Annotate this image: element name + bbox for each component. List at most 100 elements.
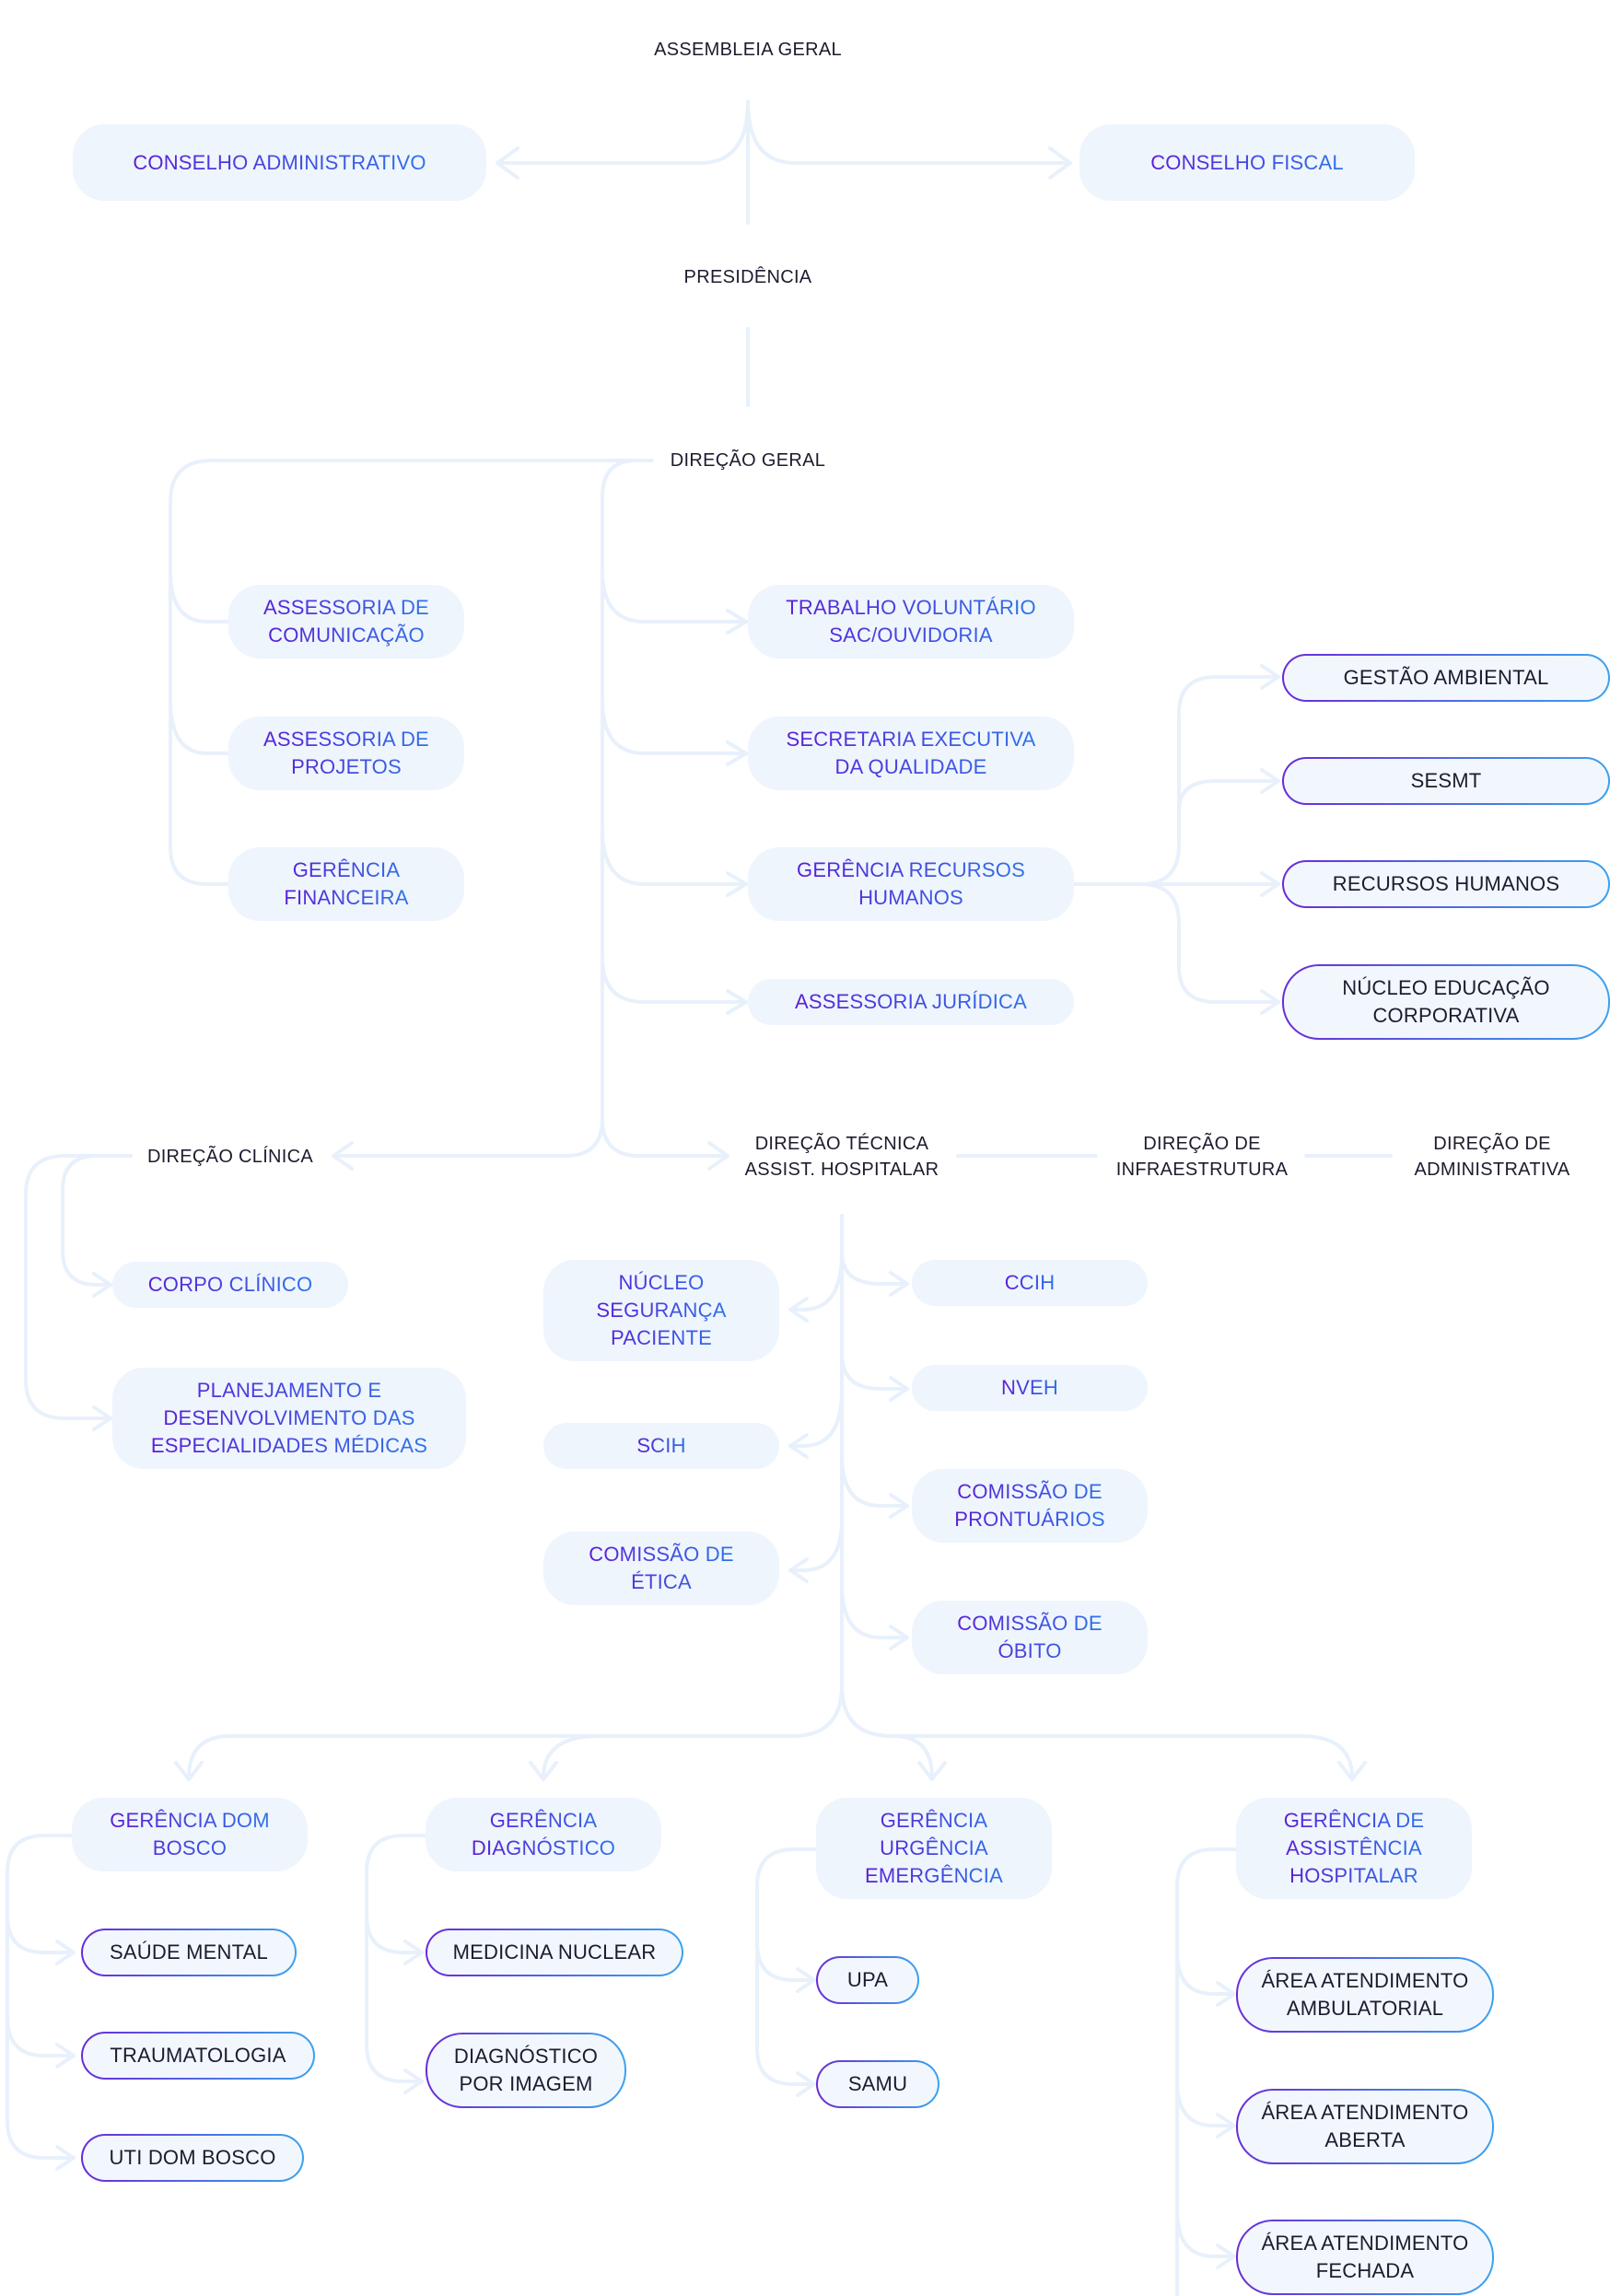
- connector-to-clinica: [332, 1117, 604, 1158]
- node-assessoria-comunicacao: ASSESSORIA DE COMUNICAÇÃO: [228, 585, 464, 658]
- node-gestao-ambiental: GESTÃO AMBIENTAL: [1282, 654, 1610, 702]
- arrow-gerencia-rh: [726, 871, 748, 897]
- arrow-nucleo-seg: [788, 1297, 809, 1323]
- node-upa: UPA: [816, 1956, 919, 2004]
- connector-to-comunicacao: [169, 569, 249, 624]
- connector-to-upa: [755, 1941, 816, 1982]
- node-assessoria-projetos: ASSESSORIA DE PROJETOS: [228, 717, 464, 790]
- arrow-ger-diag: [529, 1761, 558, 1781]
- label-direcao-administrativa: DIREÇÃO DE ADMINISTRATIVA: [1414, 1134, 1570, 1180]
- node-scih: SCIH: [543, 1423, 779, 1469]
- node-saude-mental: SAÚDE MENTAL: [81, 1929, 297, 1976]
- arrow-traumatologia: [55, 2043, 76, 2069]
- connector-to-conselho-fiscal: [746, 99, 1072, 165]
- connector-to-ccih: [840, 1251, 909, 1286]
- node-conselho-fiscal: CONSELHO FISCAL: [1079, 124, 1415, 201]
- arrow-diag-imagem: [403, 2069, 424, 2094]
- label-direcao-clinica: DIREÇÃO CLÍNICA: [146, 1147, 314, 1167]
- connector-to-gerencia-rh: [601, 827, 748, 886]
- arrow-corpo-clinico: [92, 1272, 112, 1298]
- arrow-upa: [796, 1967, 816, 1993]
- node-ccih: CCIH: [912, 1260, 1148, 1306]
- arrow-obito: [889, 1625, 909, 1650]
- connector-urg-children: [755, 1847, 818, 2086]
- arrow-voluntario: [726, 609, 748, 635]
- label-direcao-geral: DIREÇÃO GERAL: [670, 450, 826, 471]
- arrow-ambulatorial: [1216, 1981, 1236, 2007]
- connector-to-scih: [788, 1389, 844, 1448]
- arrow-tecnica: [707, 1141, 729, 1171]
- connector-to-medicina: [365, 1914, 424, 1954]
- node-gerencia-recursos-humanos: GERÊNCIA RECURSOS HUMANOS: [748, 847, 1074, 921]
- connector-to-projetos: [169, 698, 249, 755]
- connector-to-comissao-etica: [788, 1518, 844, 1572]
- node-traumatologia: TRAUMATOLOGIA: [81, 2032, 315, 2080]
- arrow-prontuarios: [889, 1493, 909, 1519]
- arrow-nveh: [889, 1376, 909, 1402]
- node-area-ambulatorial: ÁREA ATENDIMENTO AMBULATORIAL: [1236, 1957, 1494, 2033]
- connector-to-nveh: [840, 1352, 909, 1391]
- connector-to-ger-assist: [840, 1684, 1354, 1779]
- connector-rh-children: [1072, 675, 1280, 886]
- arrow-uti: [55, 2145, 76, 2171]
- connector-to-juridica: [601, 956, 748, 1004]
- connector-assist-children: [1175, 1847, 1238, 2296]
- arrow-saude-mental: [55, 1940, 76, 1965]
- node-assessoria-juridica: ASSESSORIA JURÍDICA: [748, 979, 1074, 1025]
- node-diagnostico-imagem: DIAGNÓSTICO POR IMAGEM: [426, 2033, 626, 2108]
- node-gerencia-diagnostico: GERÊNCIA DIAGNÓSTICO: [426, 1798, 661, 1871]
- node-gerencia-assistencia-hospitalar: GERÊNCIA DE ASSISTÊNCIA HOSPITALAR: [1236, 1798, 1472, 1899]
- label-presidencia: PRESIDÊNCIA: [683, 267, 812, 287]
- node-conselho-administrativo: CONSELHO ADMINISTRATIVO: [73, 124, 486, 201]
- connector-to-corpo-clinico: [61, 1154, 133, 1287]
- connector-to-sesmt: [1177, 779, 1280, 812]
- node-medicina-nuclear: MEDICINA NUCLEAR: [426, 1929, 683, 1976]
- node-trabalho-voluntario: TRABALHO VOLUNTÁRIO SAC/OUVIDORIA: [748, 585, 1074, 658]
- node-corpo-clinico: CORPO CLÍNICO: [112, 1262, 348, 1308]
- node-gerencia-urgencia-emergencia: GERÊNCIA URGÊNCIA EMERGÊNCIA: [816, 1798, 1052, 1899]
- connector-to-obito: [840, 1582, 909, 1639]
- node-sesmt: SESMT: [1282, 757, 1610, 805]
- node-gerencia-dom-bosco: GERÊNCIA DOM BOSCO: [72, 1798, 308, 1871]
- connector-to-traumatologia: [6, 2015, 76, 2057]
- node-comissao-obito: COMISSÃO DE ÓBITO: [912, 1601, 1148, 1674]
- arrow-scih: [788, 1433, 809, 1459]
- connector-to-tecnica: [601, 1117, 729, 1158]
- node-comissao-etica: COMISSÃO DE ÉTICA: [543, 1532, 779, 1605]
- arrow-fechada: [1216, 2244, 1236, 2269]
- connector-to-saude-mental: [6, 1914, 76, 1954]
- arrow-gestao: [1260, 664, 1280, 690]
- arrow-nucleo-edu: [1260, 989, 1280, 1015]
- node-area-aberta: ÁREA ATENDIMENTO ABERTA: [1236, 2089, 1494, 2164]
- connector-to-ger-diag: [542, 1734, 601, 1779]
- connector-dom-bosco-children: [6, 1834, 76, 2160]
- arrow-ger-dom: [174, 1761, 204, 1781]
- label-assembleia-geral: ASSEMBLEIA GERAL: [654, 40, 842, 60]
- connector-to-nucleo-seg: [788, 1251, 844, 1311]
- arrow-juridica: [726, 989, 748, 1015]
- connector-gerencias: [187, 1684, 844, 1779]
- arrow-conselho-adm: [496, 146, 519, 180]
- node-secretaria-qualidade: SECRETARIA EXECUTIVA DA QUALIDADE: [748, 717, 1074, 790]
- label-direcao-tecnica: DIREÇÃO TÉCNICA ASSIST. HOSPITALAR: [744, 1134, 939, 1180]
- connector-clinica-out: [24, 1154, 133, 1420]
- connector-geral-trunk: [601, 459, 654, 1121]
- connector-geral-left: [169, 459, 654, 886]
- connector-to-secretaria: [601, 698, 748, 755]
- node-area-fechada: ÁREA ATENDIMENTO FECHADA: [1236, 2220, 1494, 2295]
- arrow-sesmt: [1260, 768, 1280, 794]
- arrow-conselho-fiscal: [1048, 146, 1072, 180]
- arrow-aberta: [1216, 2113, 1236, 2139]
- node-uti-dom-bosco: UTI DOM BOSCO: [81, 2134, 304, 2182]
- arrow-medicina: [403, 1940, 424, 1965]
- node-nucleo-educacao-corporativa: NÚCLEO EDUCAÇÃO CORPORATIVA: [1282, 964, 1610, 1040]
- arrow-clinica: [332, 1141, 354, 1171]
- arrow-ccih: [889, 1271, 909, 1297]
- node-planejamento-especialidades: PLANEJAMENTO E DESENVOLVIMENTO DAS ESPEC…: [112, 1368, 466, 1469]
- arrow-recursos: [1260, 871, 1280, 897]
- node-nveh: NVEH: [912, 1365, 1148, 1411]
- node-samu: SAMU: [816, 2060, 939, 2108]
- arrow-samu: [796, 2071, 816, 2097]
